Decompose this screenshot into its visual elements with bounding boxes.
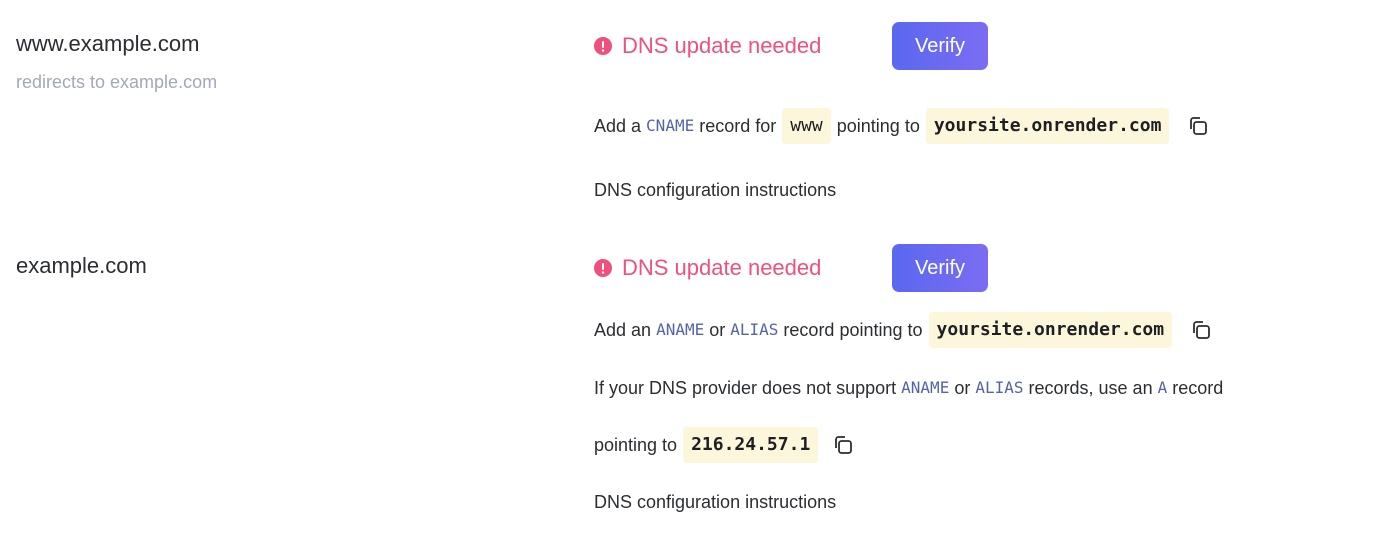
status-text: DNS update needed (622, 255, 822, 280)
dns-status-panel: DNS update needed Verify Add a CNAME rec… (594, 22, 1394, 200)
alert-circle-icon (594, 37, 612, 55)
domain-redirect-note: redirects to example.com (16, 72, 218, 92)
instruction-text: record (1172, 378, 1224, 398)
alert-circle-icon (594, 259, 612, 277)
verify-button[interactable]: Verify (892, 244, 988, 292)
record-type-alias: ALIAS (975, 378, 1024, 397)
target-hostname: yoursite.onrender.com (928, 312, 1173, 348)
ip-address: 216.24.57.1 (683, 427, 819, 463)
status-text: DNS update needed (622, 33, 822, 58)
fallback-instruction: If your DNS provider does not support AN… (594, 372, 1223, 404)
instruction-text: pointing to (594, 435, 678, 455)
instruction-text: If your DNS provider does not support (594, 378, 897, 398)
record-type-alias: ALIAS (730, 320, 779, 339)
dns-status-panel: DNS update needed Verify Add an ANAME or… (594, 244, 1394, 512)
domain-info: example.com (16, 252, 147, 280)
fallback-ip-line: pointing to 216.24.57.1 (594, 427, 854, 463)
status-indicator: DNS update needed (594, 254, 821, 282)
domain-row-www: www.example.com redirects to example.com… (0, 22, 1400, 210)
status-line: DNS update needed Verify (594, 244, 1394, 294)
instruction-text: records, use an (1028, 378, 1153, 398)
instruction-text: pointing to (836, 116, 920, 136)
copy-icon[interactable] (832, 434, 854, 456)
target-hostname: yoursite.onrender.com (925, 108, 1170, 144)
cname-instruction: Add a CNAME record for www pointing to y… (594, 108, 1209, 144)
domain-name: www.example.com (16, 31, 200, 56)
aname-instruction: Add an ANAME or ALIAS record pointing to… (594, 312, 1212, 348)
copy-icon[interactable] (1190, 319, 1212, 341)
copy-icon[interactable] (1187, 115, 1209, 137)
record-type-aname: ANAME (656, 320, 705, 339)
status-line: DNS update needed Verify (594, 22, 1394, 72)
instruction-text: or (954, 378, 971, 398)
instruction-text: record pointing to (783, 320, 923, 340)
instruction-text: Add an (594, 320, 652, 340)
instruction-text: Add a (594, 116, 642, 136)
dns-instructions-link[interactable]: DNS configuration instructions (594, 492, 837, 512)
host-code: www (782, 108, 831, 144)
record-type-cname: CNAME (646, 116, 695, 135)
verify-button[interactable]: Verify (892, 22, 988, 70)
instruction-text: or (709, 320, 726, 340)
domain-row-apex: example.com DNS update needed Verify Add… (0, 244, 1400, 542)
record-type-a: A (1157, 378, 1168, 397)
status-indicator: DNS update needed (594, 32, 821, 60)
domain-name: example.com (16, 253, 147, 278)
domain-info: www.example.com redirects to example.com (16, 30, 217, 94)
dns-instructions-link[interactable]: DNS configuration instructions (594, 180, 837, 200)
instruction-text: record for (699, 116, 777, 136)
record-type-aname: ANAME (901, 378, 950, 397)
